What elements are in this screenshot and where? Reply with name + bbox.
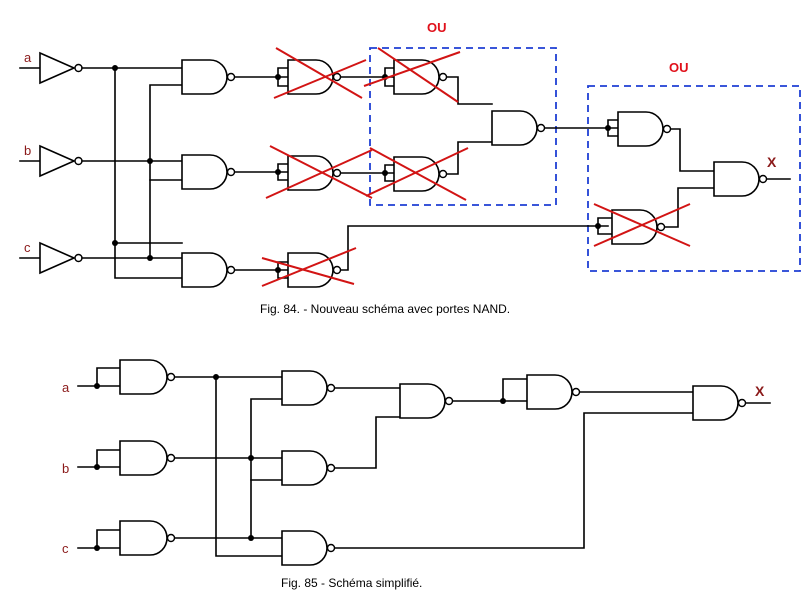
fig84-inverter-a [39,51,83,85]
fig84-nand-gate-2 [181,154,236,190]
fig84-diagram: a b c OU OU X [19,20,801,316]
fig84-caption: Fig. 84. - Nouveau schéma avec portes NA… [260,302,510,316]
fig85-output-label-x: X [755,383,765,399]
fig84-input-label-a: a [24,50,32,65]
fig85-input-nand-b [119,440,176,476]
fig84-ou-label-left: OU [427,20,447,35]
fig84-nand-gate-1 [181,59,236,95]
fig85-input-label-a: a [62,380,70,395]
fig84-input-label-c: c [24,240,31,255]
fig84-or-nand-1 [491,110,546,146]
fig84-or-nand-2 [713,161,768,197]
fig84-ou-box-left [369,47,557,206]
fig85-input-label-b: b [62,461,69,476]
fig84-output-label-x: X [767,154,777,170]
fig84-nand-inverter-2 [617,111,672,147]
fig84-ou-label-right: OU [669,60,689,75]
fig85-output-nand [692,385,747,421]
fig84-inverter-b [39,144,83,178]
fig84-crossed-nand-6 [611,209,666,245]
fig84-ou-box-right [587,85,801,272]
fig84-nand-gate-3 [181,252,236,288]
fig85-nand-inverter [526,374,581,410]
fig84-inverter-c [39,241,83,275]
fig85-input-nand-c [119,520,176,556]
fig85-nand-gate-3 [281,530,336,566]
fig84-input-label-b: b [24,143,31,158]
fig85-input-nand-a [119,359,176,395]
fig85-input-label-c: c [62,541,69,556]
fig85-nand-gate-1 [281,370,336,406]
fig84-crossed-nand-2 [287,155,342,191]
fig84-crossed-nand-1 [287,59,342,95]
fig85-caption: Fig. 85 - Schéma simplifié. [281,576,422,590]
fig84-red-cross-marks [261,47,691,287]
fig85-or-nand [399,383,454,419]
fig84-crossed-nand-4 [393,59,448,95]
fig85-nand-gate-2 [281,450,336,486]
fig85-diagram: a b c X [62,359,771,590]
